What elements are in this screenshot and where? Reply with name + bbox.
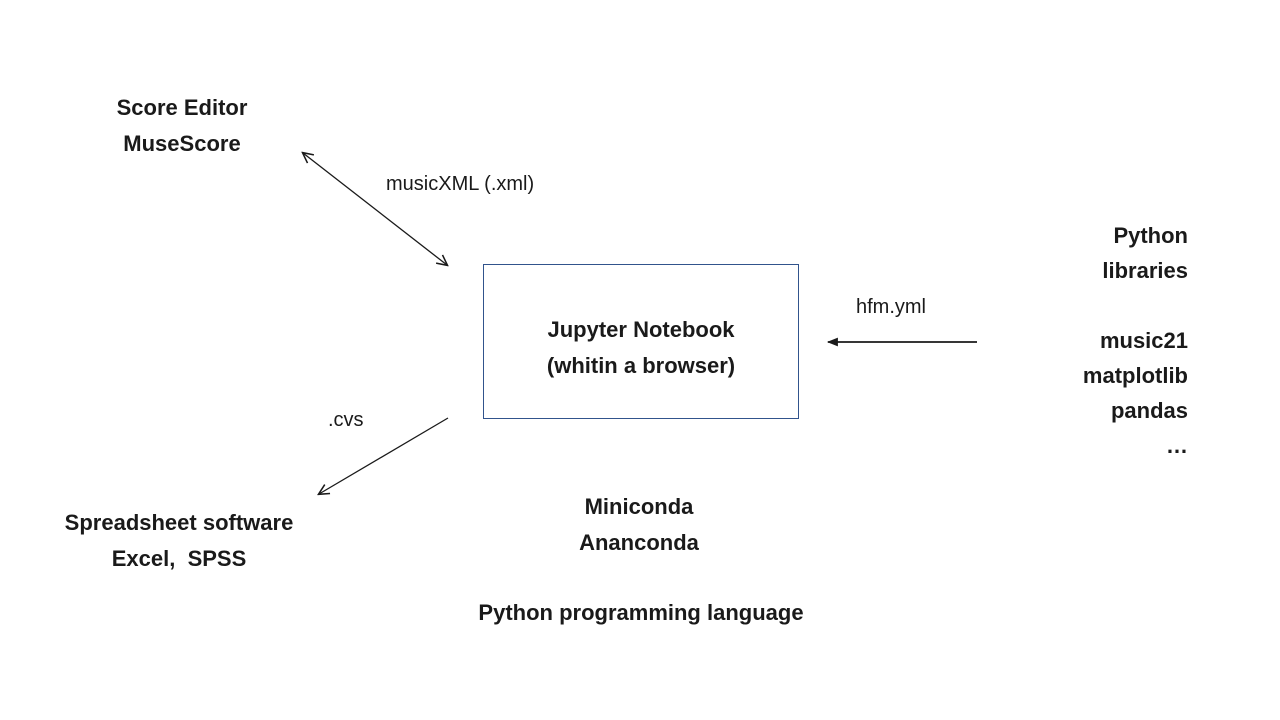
score-editor-line2: MuseScore <box>123 131 241 156</box>
python-libs-title1: Python <box>1113 223 1188 248</box>
spreadsheet-line2: Excel, SPSS <box>111 546 247 571</box>
python-libs-title2: libraries <box>1102 258 1188 283</box>
conda-line1: Miniconda <box>584 494 694 519</box>
hfm-edge-label: hfm.yml <box>856 296 926 318</box>
conda-node: Miniconda Ananconda <box>489 489 789 561</box>
python-libs-item: pandas <box>1110 398 1188 423</box>
cvs-edge-label: .cvs <box>328 409 364 431</box>
jupyter-line2: (whitin a browser) <box>546 352 736 378</box>
python-libs-item: matplotlib <box>1082 363 1188 388</box>
spreadsheet-line1: Spreadsheet software <box>64 510 294 535</box>
score-editor-node: Score Editor MuseScore <box>52 90 312 162</box>
spreadsheet-node: Spreadsheet software Excel, SPSS <box>29 505 329 577</box>
python-libs-item: … <box>1166 433 1188 458</box>
python-libs-item: music21 <box>1099 328 1188 353</box>
conda-line2: Ananconda <box>579 530 699 555</box>
python-libraries-node: Python libraries music21 matplotlib pand… <box>928 218 1188 463</box>
musicxml-edge-label: musicXML (.xml) <box>386 173 535 195</box>
jupyter-line1: Jupyter Notebook <box>547 316 735 342</box>
spacer <box>928 288 1188 323</box>
musicxml-arrow <box>303 153 447 265</box>
score-editor-line1: Score Editor <box>116 95 248 120</box>
jupyter-notebook-node: Jupyter Notebook (whitin a browser) <box>483 264 799 419</box>
cvs-arrow <box>319 417 449 494</box>
python-language-node: Python programming language <box>478 600 804 625</box>
